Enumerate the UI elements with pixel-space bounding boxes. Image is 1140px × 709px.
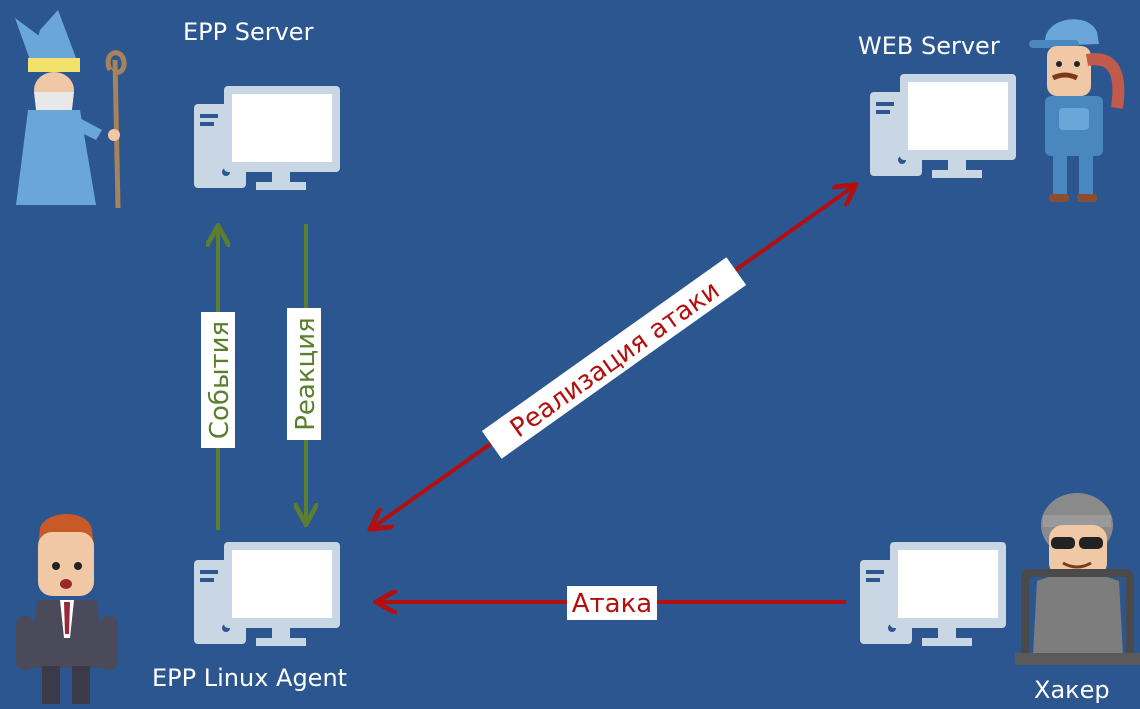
epp-agent-computer-icon xyxy=(190,542,340,652)
web-server-label: WEB Server xyxy=(858,32,1000,60)
attack-realization-label: Реализация атаки xyxy=(505,275,725,444)
epp-server-label: EPP Server xyxy=(183,18,314,46)
events-label: События xyxy=(205,321,235,439)
hacker-computer-icon xyxy=(856,542,1006,652)
hacker-label: Хакер xyxy=(1034,676,1110,704)
hacker-avatar xyxy=(1015,485,1140,665)
web-server-computer-icon xyxy=(866,74,1016,184)
attack-label: Атака xyxy=(572,589,653,619)
worker-avatar xyxy=(1025,8,1140,203)
manager-avatar xyxy=(12,508,122,709)
epp-linux-agent-label: EPP Linux Agent xyxy=(152,664,348,692)
reaction-label: Реакция xyxy=(291,317,321,431)
wizard-avatar xyxy=(10,10,130,210)
epp-server-computer-icon xyxy=(190,86,340,196)
